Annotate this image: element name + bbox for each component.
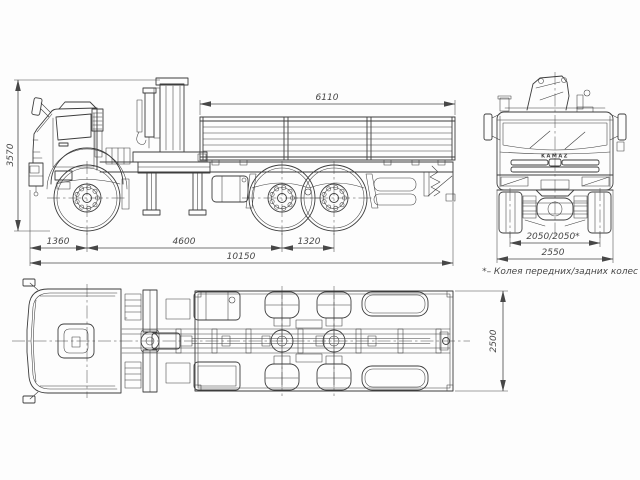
mirror-icon bbox=[22, 278, 36, 287]
grille-emblem bbox=[548, 158, 562, 167]
plan-crane bbox=[124, 289, 160, 393]
board-post bbox=[283, 116, 289, 161]
dim-wheelbase: 4600 bbox=[173, 237, 196, 247]
crane-boom-head bbox=[155, 77, 189, 86]
dim-overall-width: 2550 bbox=[542, 248, 565, 258]
door-handle bbox=[58, 142, 69, 147]
front-mudflap bbox=[121, 178, 130, 210]
driveshaft bbox=[191, 338, 431, 344]
rear-fender bbox=[361, 291, 429, 317]
front-right-tire bbox=[587, 191, 612, 234]
outrigger-beam bbox=[137, 161, 211, 174]
bumper-step bbox=[540, 179, 570, 190]
side-view: 3570 6110 1360 4600 1320 10150 bbox=[6, 77, 456, 266]
front-view: KAMAZ bbox=[483, 72, 627, 263]
roof-deflector bbox=[58, 101, 97, 110]
mirror-icon bbox=[31, 97, 43, 116]
rear-crossmember bbox=[439, 331, 449, 351]
differential bbox=[322, 329, 346, 353]
front-spring bbox=[55, 179, 121, 185]
crane-cylinder bbox=[144, 92, 155, 138]
front-left-tire bbox=[498, 191, 523, 234]
front-cab: KAMAZ bbox=[483, 111, 627, 197]
bogie-springs bbox=[251, 182, 365, 189]
cab-step bbox=[54, 170, 73, 181]
bumper bbox=[496, 189, 614, 197]
plan-cab bbox=[22, 278, 122, 404]
roof-hatch bbox=[57, 323, 95, 359]
mirror-icon bbox=[617, 113, 627, 141]
windshield bbox=[502, 122, 608, 151]
side-platform bbox=[199, 116, 456, 166]
plan-platform bbox=[194, 290, 454, 392]
plan-wheels bbox=[264, 291, 429, 391]
grille-badge: KAMAZ bbox=[541, 154, 569, 160]
headlight bbox=[581, 176, 610, 187]
board-post bbox=[366, 116, 372, 161]
crane-controls bbox=[197, 153, 207, 162]
mirror-icon bbox=[22, 395, 36, 404]
wipers bbox=[529, 130, 586, 150]
door-window bbox=[55, 113, 92, 141]
dim-overall-length: 10150 bbox=[227, 252, 256, 262]
grille-slat bbox=[510, 166, 600, 173]
crane-column-base bbox=[140, 331, 160, 351]
mirror-arm bbox=[40, 102, 52, 118]
front-dimensions: 2050/2050* 2550 bbox=[496, 190, 614, 263]
front-fender bbox=[50, 147, 124, 185]
dim-bogie-base: 1320 bbox=[298, 237, 321, 247]
fuel-tank bbox=[193, 291, 241, 321]
operator-seat bbox=[576, 94, 584, 110]
differential bbox=[536, 197, 574, 221]
dim-overall-height: 3570 bbox=[6, 143, 16, 166]
dim-platform-length: 6110 bbox=[316, 93, 339, 103]
air-intake bbox=[91, 108, 104, 132]
plan-view: 2500 bbox=[12, 278, 508, 404]
grille-slat bbox=[510, 159, 549, 166]
rear-fender bbox=[361, 365, 429, 391]
plan-dimensions: 2500 bbox=[455, 290, 508, 392]
bogie-mudflap-rear bbox=[365, 173, 379, 209]
exhaust-stack bbox=[499, 97, 510, 112]
dim-track: 2050/2050* bbox=[526, 232, 580, 242]
side-cab bbox=[28, 97, 131, 210]
headlight bbox=[500, 176, 529, 187]
crane-column bbox=[159, 83, 185, 153]
side-dimensions: 3570 6110 1360 4600 1320 10150 bbox=[6, 79, 456, 266]
hitch-eye bbox=[442, 337, 450, 345]
dim-body-width: 2500 bbox=[489, 329, 499, 352]
air-tank bbox=[373, 177, 417, 192]
toolbox bbox=[193, 361, 241, 391]
grille-slat bbox=[561, 159, 600, 166]
dim-front-overhang: 1360 bbox=[47, 237, 70, 247]
side-crane bbox=[132, 77, 211, 216]
bogie-mudflap-front bbox=[245, 173, 257, 209]
mirror-icon bbox=[483, 113, 493, 141]
front-crane bbox=[497, 75, 606, 113]
differential bbox=[270, 329, 294, 353]
tow-hitch bbox=[429, 165, 441, 197]
crane-hook bbox=[136, 131, 147, 145]
crane-subframe bbox=[132, 151, 208, 163]
front-axle-wheels bbox=[498, 188, 612, 238]
footnote: *– Колея передних/задних колес bbox=[482, 267, 638, 277]
plan-chassis bbox=[121, 291, 451, 391]
